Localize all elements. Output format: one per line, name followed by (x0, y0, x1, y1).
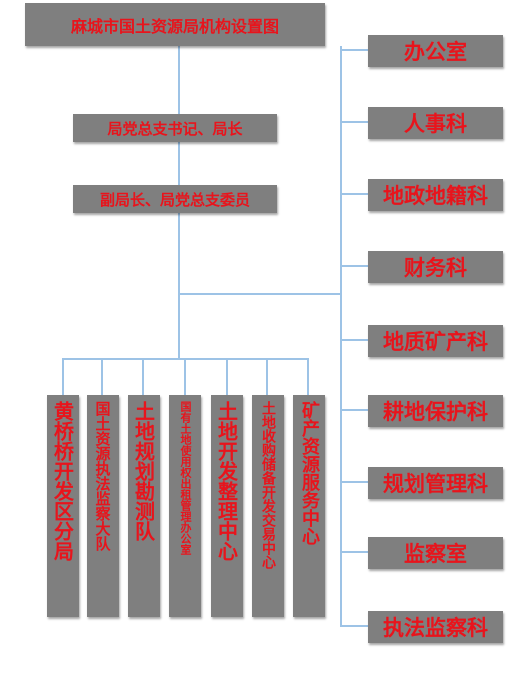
chart-title: 麻城市国土资源局机构设置图 (25, 3, 325, 46)
connector-bottom-tick (101, 358, 103, 395)
connector-right-tick (340, 625, 368, 627)
unit-label: 土地开发整理中心 (214, 401, 239, 561)
unit-label: 黄桥桥开发区分局 (50, 401, 75, 561)
connector-branch (178, 293, 341, 295)
leader-secretary-director: 局党总支书记、局长 (73, 114, 277, 142)
unit-label: 矿产资源服务中心 (299, 401, 320, 545)
unit-label: 土地收购储备开发交易中心 (260, 401, 276, 569)
unit-enforcement-brigade: 国土资源执法监察大队 (87, 395, 119, 617)
unit-land-reserve-center: 土地收购储备开发交易中心 (252, 395, 284, 617)
dept-finance: 财务科 (368, 251, 503, 283)
unit-mineral-service-center: 矿产资源服务中心 (293, 395, 325, 617)
connector-right-bus (340, 46, 342, 626)
dept-land-registry: 地政地籍科 (368, 179, 503, 211)
connector-right-tick (340, 193, 368, 195)
unit-land-lease-office: 国有土地使用权出租管理办公室 (169, 395, 201, 617)
dept-planning: 规划管理科 (368, 467, 503, 499)
connector-right-tick (340, 49, 368, 51)
connector-right-tick (340, 409, 368, 411)
dept-farmland-protection: 耕地保护科 (368, 395, 503, 427)
dept-geology-minerals: 地质矿产科 (368, 325, 503, 357)
unit-huangqiao-branch: 黄桥桥开发区分局 (47, 395, 79, 617)
connector-right-tick (340, 265, 368, 267)
connector-bottom-tick (142, 358, 144, 395)
connector-bottom-tick (62, 358, 64, 395)
dept-office: 办公室 (368, 35, 503, 67)
unit-survey-team: 土地规划勘测队 (128, 395, 160, 617)
connector-right-tick (340, 339, 368, 341)
dept-personnel: 人事科 (368, 107, 503, 139)
connector-bottom-tick (266, 358, 268, 395)
unit-label: 土地规划勘测队 (131, 401, 156, 541)
unit-label: 国有土地使用权出租管理办公室 (179, 401, 192, 555)
dept-supervision-office: 监察室 (368, 537, 503, 569)
connector-right-tick (340, 121, 368, 123)
connector-right-tick (340, 551, 368, 553)
dept-law-enforcement: 执法监察科 (368, 611, 503, 643)
connector-bottom-tick (307, 358, 309, 395)
connector-right-tick (340, 481, 368, 483)
connector-bottom-tick (184, 358, 186, 395)
unit-label: 国土资源执法监察大队 (93, 401, 112, 551)
connector-bottom-tick (226, 358, 228, 395)
unit-land-development-center: 土地开发整理中心 (211, 395, 243, 617)
leader-deputy-director: 副局长、局党总支委员 (73, 185, 277, 213)
